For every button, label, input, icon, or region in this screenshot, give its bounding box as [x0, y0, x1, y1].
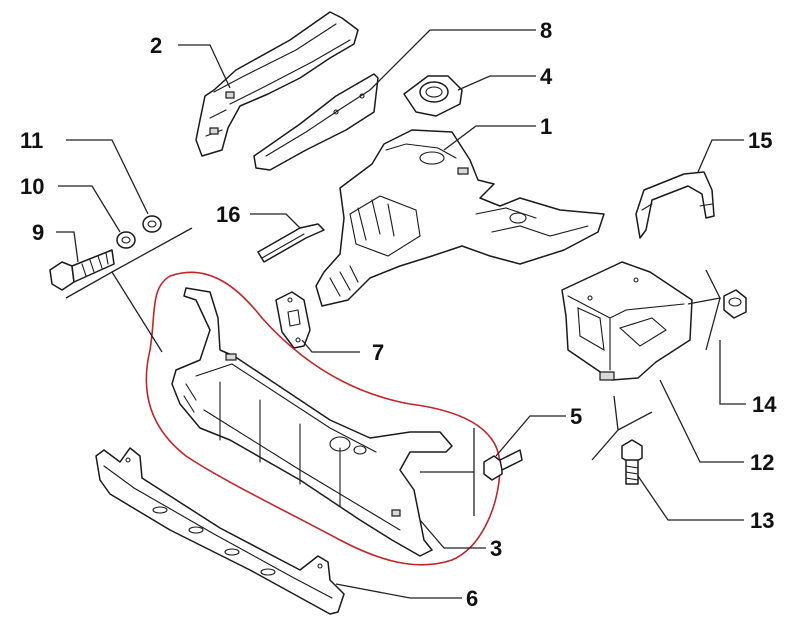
- part-15-retaining-strap[interactable]: [635, 171, 715, 239]
- part-14-nut[interactable]: [723, 289, 747, 319]
- callout-13: 13: [750, 508, 774, 533]
- callout-3: 3: [490, 536, 502, 561]
- callout-9: 9: [32, 220, 44, 245]
- part-8-support-plate[interactable]: [253, 73, 379, 171]
- part-10-washer[interactable]: [116, 231, 136, 249]
- part-2-rail-bracket[interactable]: [195, 11, 359, 157]
- part-9-bolt[interactable]: [49, 249, 115, 291]
- callout-8: 8: [540, 18, 552, 43]
- part-1-side-member[interactable]: [315, 129, 605, 307]
- leader-lines: [56, 29, 746, 599]
- callout-6: 6: [466, 586, 478, 611]
- callout-1: 1: [540, 114, 552, 139]
- callout-14: 14: [752, 392, 777, 417]
- part-11-washer[interactable]: [142, 215, 162, 233]
- part-13-bolt[interactable]: [621, 439, 643, 485]
- callout-15: 15: [748, 128, 772, 153]
- part-5-bolt[interactable]: [483, 449, 523, 481]
- callout-4: 4: [540, 64, 553, 89]
- callout-11: 11: [20, 128, 43, 153]
- part-16-bracket-rod[interactable]: [257, 223, 325, 263]
- part-4-grommet[interactable]: [403, 75, 463, 117]
- highlight-outline: [145, 271, 501, 566]
- callout-10: 10: [20, 174, 44, 199]
- callout-2: 2: [150, 33, 162, 58]
- callout-12: 12: [750, 450, 774, 475]
- callout-16: 16: [216, 202, 240, 227]
- part-3-front-panel[interactable]: [171, 287, 453, 557]
- part-6-crossbar[interactable]: [95, 447, 345, 615]
- callout-7: 7: [372, 340, 384, 365]
- part-7-mounting-plate[interactable]: [275, 291, 311, 349]
- callout-5: 5: [570, 404, 582, 429]
- callout-labels: 2 8 4 1 11 10 9 16 7 15 14 12 5 13 3 6: [20, 18, 777, 611]
- part-12-battery-tray[interactable]: [561, 261, 693, 381]
